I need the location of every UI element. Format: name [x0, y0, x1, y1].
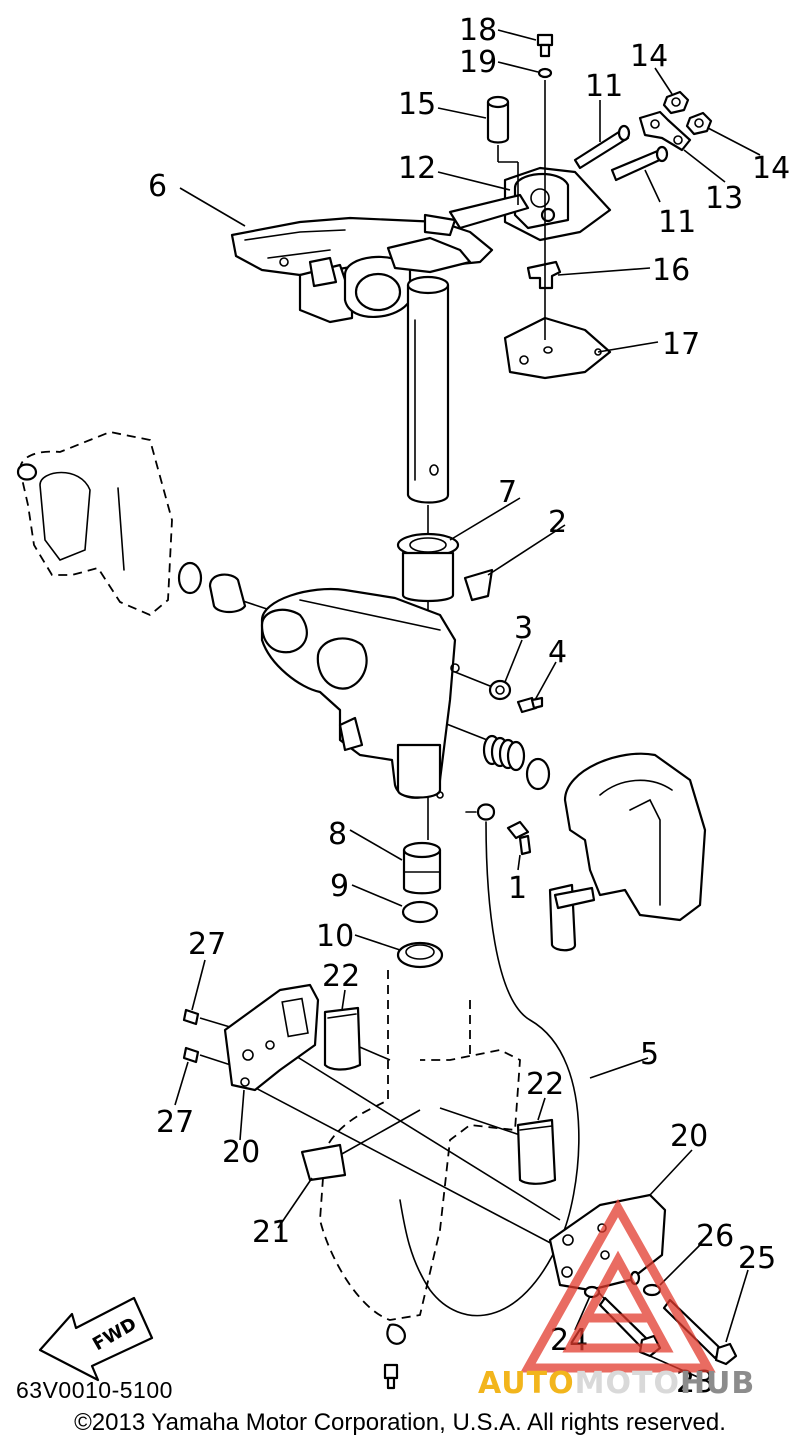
mount-22-upper — [323, 1006, 362, 1071]
nut-14-upper — [662, 90, 690, 115]
collar-15-part — [486, 95, 510, 144]
callout-22-upper: 22 — [322, 959, 360, 994]
callout-15: 15 — [398, 87, 436, 122]
clamp-bracket-left — [16, 431, 173, 617]
callout-8: 8 — [328, 817, 347, 852]
grease-nipple-4-part — [516, 696, 544, 714]
tilt-spring-part — [482, 734, 526, 772]
callout-14-upper: 14 — [630, 39, 668, 74]
clip-16-part — [526, 260, 562, 290]
bolt-11-lower — [610, 145, 669, 182]
o-ring-9-part — [401, 900, 439, 924]
callout-24: 24 — [550, 1323, 588, 1358]
bracket-20-left — [223, 983, 320, 1092]
diagram-code: 63V0010-5100 — [16, 1377, 173, 1403]
callout-16: 16 — [652, 253, 690, 288]
callout-20-right: 20 — [670, 1119, 708, 1154]
washer-24-part — [583, 1285, 601, 1299]
callout-12: 12 — [398, 151, 436, 186]
bolt-18-part — [536, 33, 554, 58]
wordmark-auto: AUTO — [478, 1366, 575, 1401]
washer-right-part — [525, 757, 551, 791]
bracket-13-part — [638, 110, 692, 152]
mount-21-part — [300, 1143, 347, 1182]
ground-screw-part — [383, 1323, 406, 1390]
callout-11-lower: 11 — [658, 205, 696, 240]
callout-1: 1 — [508, 871, 527, 906]
callout-27-upper: 27 — [188, 927, 226, 962]
copyright-notice: ©2013 Yamaha Motor Corporation, U.S.A. A… — [74, 1409, 726, 1436]
plate-2-part — [463, 568, 494, 602]
mount-22-lower — [516, 1118, 557, 1185]
washer-19-part — [537, 67, 553, 79]
washer-small-part — [629, 1270, 641, 1286]
bolt-27-upper — [182, 1008, 200, 1026]
bushing-left-part — [208, 573, 247, 614]
callout-5: 5 — [640, 1037, 659, 1072]
bolt-25-part — [662, 1298, 738, 1366]
watermark-wordmark: AUTOMOTOHUB — [478, 1366, 755, 1401]
callout-20-left: 20 — [222, 1135, 260, 1170]
callout-9: 9 — [330, 869, 349, 904]
bushing-7-part — [396, 532, 460, 603]
steering-shaft-part — [406, 275, 450, 504]
bolt-11-upper — [573, 124, 631, 170]
wordmark-moto: MOTO — [574, 1366, 680, 1401]
callout-26: 26 — [696, 1219, 734, 1254]
bracket-20-right — [548, 1193, 667, 1292]
bushing-3-part — [488, 679, 512, 701]
washer-left-part — [177, 561, 203, 595]
swivel-bracket-part — [260, 588, 460, 799]
callout-13: 13 — [705, 181, 743, 216]
washer-26-part — [642, 1283, 662, 1297]
seal-10-part — [396, 941, 444, 969]
callout-25: 25 — [738, 1241, 776, 1276]
callout-27-lower: 27 — [156, 1105, 194, 1140]
callout-14-lower: 14 — [752, 151, 790, 186]
callout-10: 10 — [316, 919, 354, 954]
bolt-23-part — [598, 1296, 662, 1358]
bushing-8-part — [402, 841, 442, 895]
wordmark-hub: HUB — [679, 1366, 756, 1401]
plate-17-part — [503, 316, 612, 380]
bolt-1-part — [506, 820, 532, 856]
callout-18: 18 — [459, 13, 497, 48]
bolt-27-lower — [182, 1046, 200, 1064]
callout-22-lower: 22 — [526, 1067, 564, 1102]
callout-7: 7 — [498, 475, 517, 510]
callout-17: 17 — [662, 327, 700, 362]
friction-plate-part — [448, 166, 612, 242]
lower-housing-outline — [319, 970, 521, 1321]
callout-11-upper: 11 — [585, 69, 623, 104]
callout-21: 21 — [252, 1215, 290, 1250]
callout-4: 4 — [548, 635, 567, 670]
callout-3: 3 — [514, 611, 533, 646]
nut-14-lower — [685, 111, 713, 136]
callout-19: 19 — [459, 45, 497, 80]
callout-labels: 18 19 15 12 6 11 14 14 13 11 16 17 7 2 3… — [148, 13, 790, 1400]
steering-bracket-part — [230, 213, 494, 324]
fwd-arrow: FWD — [38, 1296, 154, 1382]
callout-2: 2 — [548, 505, 567, 540]
clamp-bracket-right — [548, 752, 707, 952]
callout-6: 6 — [148, 169, 167, 204]
